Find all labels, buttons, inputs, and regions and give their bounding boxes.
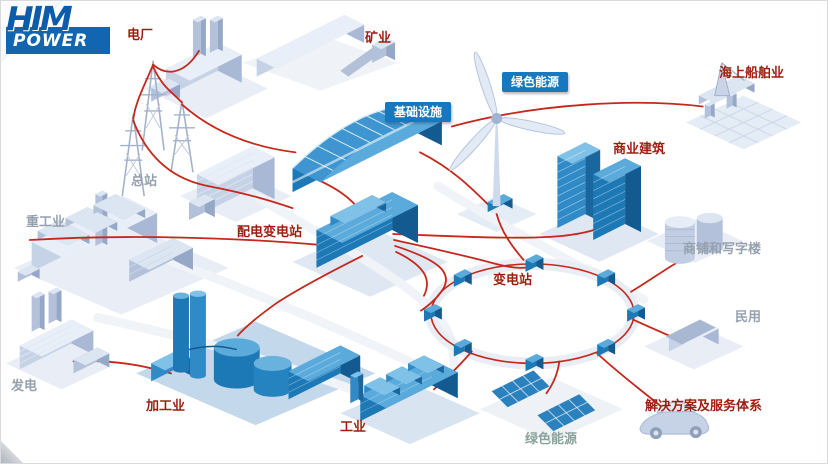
logo-him-text: HIM (6, 0, 73, 38)
processing-illustration (151, 290, 361, 400)
label-heavy-industry: 重工业 (26, 215, 66, 230)
label-distribution-substation: 配电变电站 (237, 225, 303, 240)
label-generation: 发电 (11, 379, 38, 394)
label-marine: 海上船舶业 (719, 66, 785, 81)
main-station-illustration (188, 146, 275, 221)
label-green-energy-top-badge: 绿色能源 (502, 72, 569, 92)
logo-power-band: POWER (6, 27, 110, 54)
label-green-energy-bottom: 绿色能源 (525, 432, 578, 447)
turbine-blades (449, 51, 566, 171)
residential-illustration (665, 319, 719, 352)
marine-illustration (698, 62, 788, 144)
label-mining: 矿业 (365, 31, 392, 46)
him-power-logo: HIM POWER (6, 0, 110, 54)
label-solutions: 解决方案及服务体系 (645, 399, 763, 414)
generation-illustration (19, 287, 110, 374)
substation-ring-boxes (423, 254, 645, 372)
label-processing: 加工业 (146, 399, 186, 414)
label-industry: 工业 (340, 420, 367, 435)
heavy-industry-illustration (17, 190, 193, 282)
wind-turbine-illustration (449, 51, 566, 213)
power-plant-illustration (151, 15, 242, 102)
label-residential: 民用 (735, 310, 762, 325)
solar-panels-illustration (491, 370, 596, 432)
industry-illustration (350, 355, 458, 422)
label-substation: 变电站 (493, 273, 533, 288)
label-shops-offices: 商铺和写字楼 (683, 242, 762, 257)
label-commercial: 商业建筑 (613, 142, 666, 157)
service-car-illustration (639, 401, 710, 440)
label-main-station: 总站 (131, 174, 158, 189)
label-power-plant: 电厂 (127, 28, 154, 43)
distribution-substation-illustration (316, 192, 418, 268)
label-infrastructure-badge: 基础设施 (385, 102, 452, 122)
mining-illustration (256, 14, 396, 77)
commercial-buildings-illustration (557, 142, 642, 240)
infrastructure-illustration (291, 103, 442, 193)
shops-offices-illustration (664, 212, 723, 264)
logo-power-text: POWER (13, 30, 89, 51)
